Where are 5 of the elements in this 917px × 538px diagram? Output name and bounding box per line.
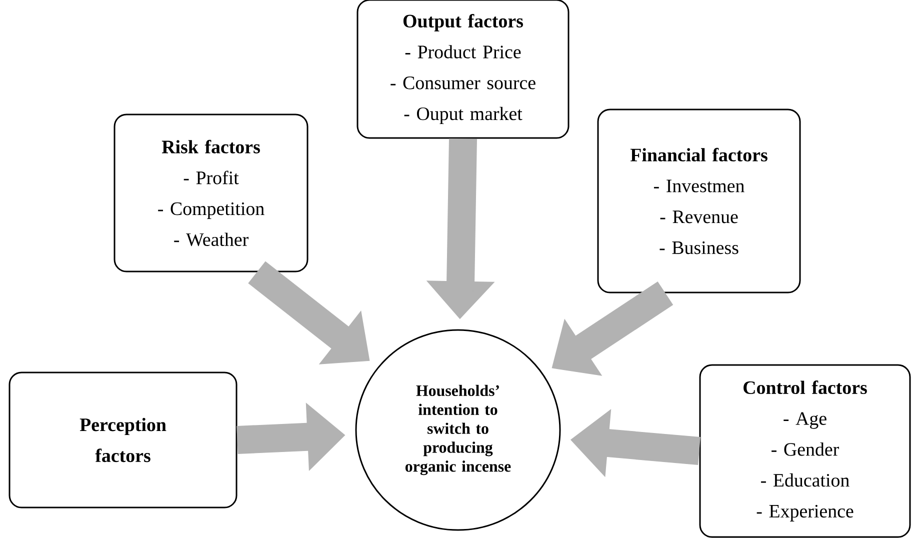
factor-box: Risk factors - Profit - Competition - Weather [114, 114, 308, 272]
factor-box: Output factors - Product Price - Consumer source - Ouput market [356, 0, 570, 139]
factor-box: Financial factors - Investmen - Revenue - Business [597, 108, 801, 294]
factor-box: Control factors - Age - Gender - Education - Experience [699, 364, 911, 538]
factor-box: Perception factors [8, 372, 238, 508]
